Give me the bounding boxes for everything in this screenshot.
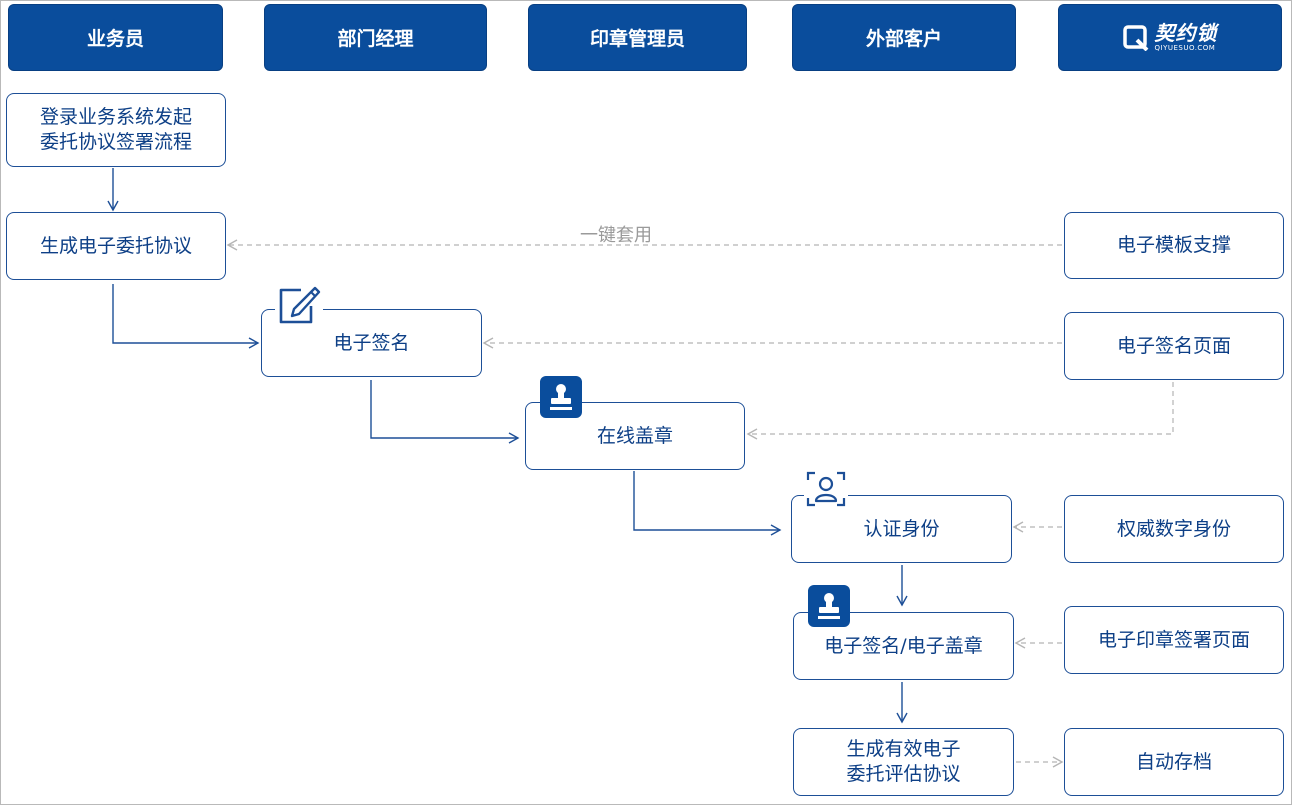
node-text-line: 登录业务系统发起	[39, 106, 192, 128]
lane-header-salesperson: 业务员	[8, 4, 223, 71]
node-text: 自动存档	[1135, 750, 1212, 773]
stamp-icon	[808, 585, 850, 627]
flow-arrow	[112, 284, 260, 349]
lane-header-dept-manager: 部门经理	[264, 4, 487, 71]
pen-edit-icon	[275, 284, 323, 328]
lane-title: 印章管理员	[589, 28, 685, 50]
lane-title: 外部客户	[865, 28, 942, 50]
face-scan-icon	[804, 468, 848, 510]
lane-header-seal-admin: 印章管理员	[528, 4, 747, 71]
lane-header-external-client: 外部客户	[792, 4, 1016, 71]
support-seal-page: 电子印章签署页面	[1064, 606, 1284, 674]
brand-logo: 契约锁 QIYUESUO.COM	[1122, 21, 1218, 52]
node-text: 电子模板支撑	[1116, 234, 1231, 256]
lane-title: 业务员	[86, 28, 144, 50]
node-text: 生成电子委托协议	[39, 234, 192, 257]
brand-q-icon	[1122, 24, 1148, 51]
support-archive: 自动存档	[1064, 728, 1284, 796]
node-text: 电子签名	[333, 331, 410, 354]
flow-arrow	[370, 380, 520, 444]
node-verify-identity: 认证身份	[791, 495, 1012, 563]
brand-name: 契约锁	[1154, 21, 1218, 45]
one-click-apply-label: 一键套用	[580, 225, 652, 246]
node-generate-agreement: 生成电子委托协议	[6, 212, 226, 280]
brand-domain: QIYUESUO.COM	[1154, 44, 1216, 52]
support-arrow	[746, 382, 1174, 440]
node-text: 在线盖章	[596, 424, 673, 447]
stamp-icon	[540, 376, 582, 418]
node-initiate-flow: 登录业务系统发起 委托协议签署流程	[6, 93, 226, 167]
support-template: 电子模板支撑	[1064, 212, 1284, 279]
node-text-line: 委托协议签署流程	[39, 131, 192, 153]
node-text: 权威数字身份	[1116, 517, 1231, 540]
support-sign-page: 电子签名页面	[1064, 312, 1284, 380]
node-text: 电子签名页面	[1116, 334, 1231, 357]
flow-arrow	[633, 471, 782, 536]
node-text: 认证身份	[863, 517, 940, 540]
node-text-line: 委托评估协议	[846, 763, 961, 785]
node-text: 电子签名/电子盖章	[824, 634, 983, 657]
node-final-agreement: 生成有效电子 委托评估协议	[793, 728, 1014, 796]
support-authority-id: 权威数字身份	[1064, 495, 1284, 563]
lane-title: 部门经理	[337, 28, 414, 50]
node-text-line: 生成有效电子	[846, 738, 961, 760]
lane-header-brand: 契约锁 QIYUESUO.COM	[1058, 4, 1282, 71]
node-text: 电子印章签署页面	[1097, 628, 1250, 651]
